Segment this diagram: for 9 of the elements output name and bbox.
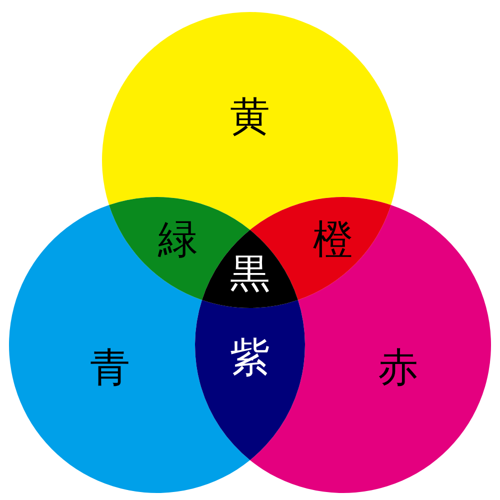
- region-label: 紫: [230, 335, 270, 381]
- region-label: 赤: [378, 345, 418, 391]
- region-label: 緑: [158, 217, 198, 263]
- overlap-region: [195, 300, 305, 460]
- region-label: 黒: [230, 251, 270, 297]
- region-label: 黄: [230, 94, 270, 140]
- region-label: 橙: [313, 217, 353, 263]
- region-label: 青: [90, 345, 130, 391]
- center-region: [202, 230, 298, 308]
